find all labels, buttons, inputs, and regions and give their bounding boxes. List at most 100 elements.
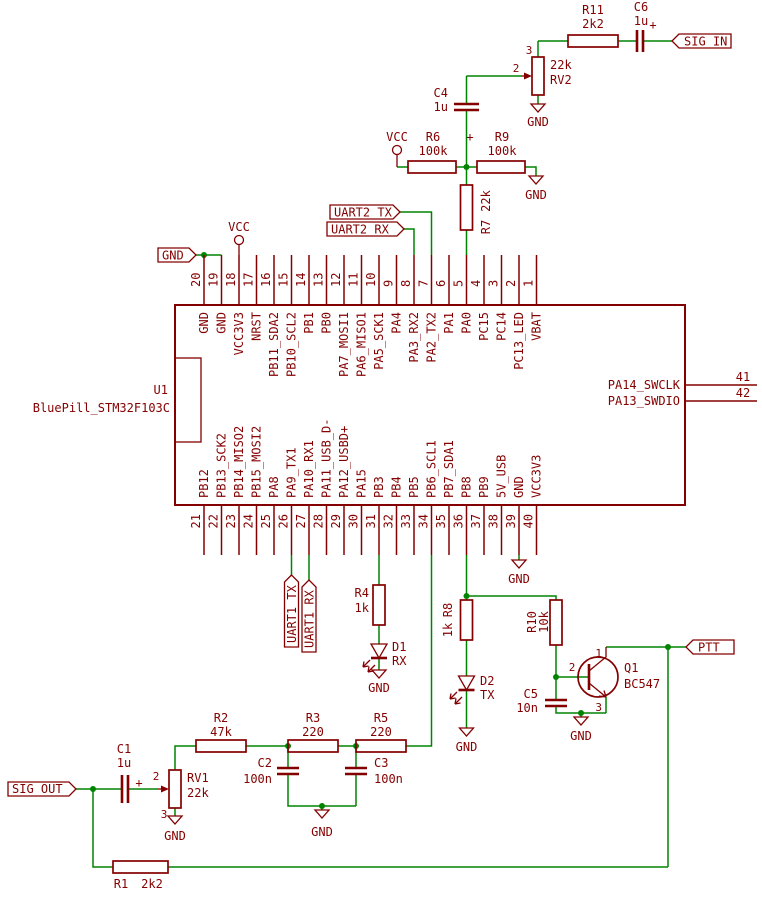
pin-number: 3 [595,701,602,714]
capacitor-c1: C1 1u + [117,742,143,803]
junction-dot [463,593,470,599]
value: 100n [374,772,403,786]
pin-number: 2 [153,770,160,783]
sig-in-label: SIG_IN [684,35,727,49]
resistor-r10: R10 10k [525,599,563,646]
pin-name: 5V_USB [495,455,509,498]
pin-name: PA9_TX1 [285,447,299,498]
uart2-rx-tag: UART2_RX [326,221,405,237]
gnd-label: GND [527,115,549,129]
resistor-r9: R9 100k [476,130,526,174]
pot-body [168,769,182,809]
capacitor-c3: C3 100n [345,756,403,786]
pin-number: 13 [312,273,326,287]
led-d1: D1 RX [362,640,407,673]
gnd-icon [527,175,545,185]
pin-number: 37 [469,514,483,528]
gnd-label: GND [164,829,186,843]
pin-number: 7 [417,280,431,287]
pin-number: 26 [277,514,291,528]
resistor-body [476,160,526,174]
gnd-icon [572,716,590,726]
ref: R2 [214,711,228,725]
ref: RV1 [187,771,209,785]
ref: C3 [374,756,388,770]
polarity-plus: + [466,130,473,144]
pin-name: PA3_RX2 [407,312,421,363]
pin-number: 20 [189,273,203,287]
resistor-body [195,739,247,753]
gnd-icon [313,809,331,819]
pin-number: 35 [434,514,448,528]
pin-name: VCC3V3 [232,312,246,355]
pin-name: PB8 [460,476,474,498]
pin-name: PB7_SDA1 [442,440,456,498]
ref: R7 [479,220,493,234]
resistor-r2: R2 47k [195,711,247,753]
pin-name: PA11_USB_D- [320,419,334,498]
pin-number: 33 [399,514,413,528]
gnd-tag-top: GND [157,247,197,263]
polarity-plus: + [135,776,142,790]
vcc-icon [391,144,403,156]
usb-connector-outline [174,357,202,443]
resistor-r8: R8 1k [441,599,474,641]
uart1-tx-label: UART1_TX [285,584,299,643]
gnd-label: GND [456,740,478,754]
resistor-body [459,599,474,641]
pin-number: 8 [399,280,413,287]
pin-name: PB14_MISO2 [232,426,246,498]
wire [397,75,537,255]
resistor-r4: R4 1k [355,584,386,626]
wire [400,211,433,255]
potentiometer-rv1: 2 3 RV1 22k [153,769,209,821]
pin-number: 23 [224,514,238,528]
pin-number: 34 [417,514,431,528]
ref: R9 [495,130,509,144]
label-tag-outline [671,33,732,49]
capacitor-c6: C6 1u + [634,0,657,52]
resistor-body [459,184,474,231]
ref: R1 [114,877,128,891]
pin-name: PB10_SCL2 [285,312,299,377]
pin-number: 10 [364,273,378,287]
gnd-label: GND [162,249,184,263]
vcc-label: VCC [386,130,408,144]
emitter-arrow-icon [598,690,607,698]
pin-number: 39 [504,514,518,528]
junction-dot [553,674,559,680]
vcc-symbol-divider: VCC [386,130,408,167]
pin-name: PA5_SCK1 [372,312,386,370]
pin-number: 1 [595,647,602,660]
value: 1k [441,622,455,637]
resistor-body [287,739,339,753]
value: TX [480,688,495,702]
pin-number: 16 [259,273,273,287]
pin-number: 4 [469,280,483,287]
pin-name: PB11_SDA2 [267,312,281,377]
ref: D1 [392,640,406,654]
wire [168,555,686,868]
value: 2k2 [141,877,163,891]
pin-number: 14 [294,273,308,287]
resistor-r3: R3 220 [287,711,339,753]
pin-number: 3 [526,44,533,57]
pin-number: 1 [522,280,536,287]
wire [76,788,157,868]
pot-body [531,56,545,96]
resistor-body [372,584,386,626]
led-emission-arrows-icon [362,659,376,673]
resistor-r1: R1 2k2 [112,860,169,891]
gnd-symbol-pin39: GND [508,559,530,586]
pin-name: PC15 [477,312,491,341]
pin-number: 9 [382,280,396,287]
pin-number: 25 [259,514,273,528]
pin-name: PA10_RX1 [302,440,316,498]
pin-number: 18 [224,273,238,287]
pin-number: 28 [312,514,326,528]
value: BC547 [624,677,660,691]
ptt-label: PTT [698,641,720,655]
uart1-tx-tag: UART1_TX [283,574,300,648]
resistor-body [112,860,169,874]
